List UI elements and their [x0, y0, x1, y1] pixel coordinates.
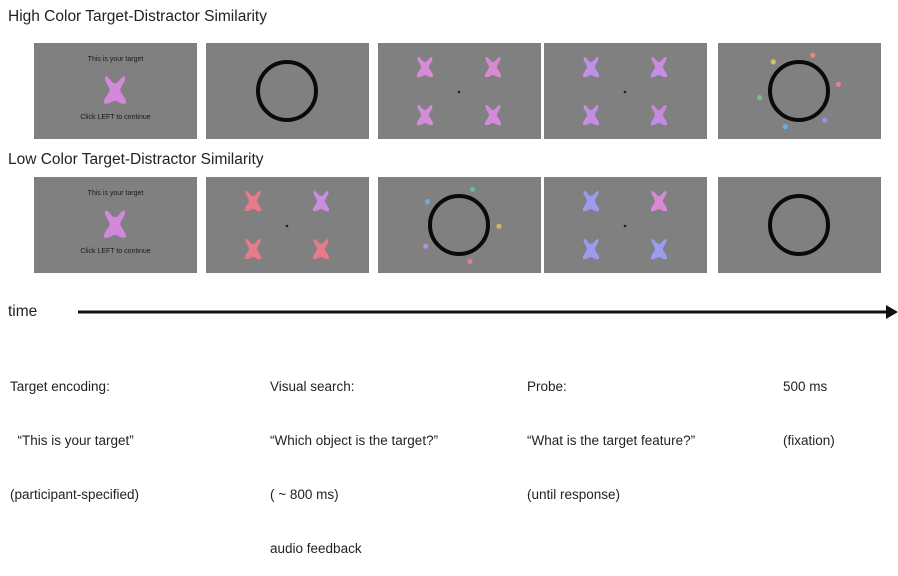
- stimulus-shape: [650, 239, 668, 260]
- stimulus-shape: [312, 191, 330, 212]
- phase-line: “This is your target”: [10, 433, 134, 448]
- color-probe-dot: [810, 52, 816, 58]
- stimulus-shape: [244, 191, 262, 212]
- search-display-svg: [244, 191, 330, 260]
- stimulus-shape: [582, 57, 600, 78]
- phase-line: ( ~ 800 ms): [270, 487, 339, 502]
- time-arrow-head: [886, 305, 898, 319]
- panel-search-display-2: [544, 177, 707, 273]
- stimulus-shape: [244, 239, 262, 260]
- phase-name: 500 ms: [783, 379, 828, 394]
- phase-name: Visual search:: [270, 379, 355, 394]
- phase-line: (until response): [527, 487, 621, 502]
- row-title-low: Low Color Target-Distractor Similarity: [8, 151, 264, 168]
- color-probe-dot: [467, 258, 473, 265]
- timeline: time: [8, 300, 898, 330]
- panel-visual-search: [206, 177, 369, 273]
- panel-probe-wheel: [718, 43, 881, 139]
- stimulus-shape: [650, 105, 668, 126]
- phase-line: audio feedback: [270, 541, 362, 556]
- stimulus-shape: [582, 239, 600, 260]
- fixation-ring-svg: [768, 194, 830, 256]
- color-probe-dot: [424, 199, 431, 205]
- time-arrow: [78, 305, 898, 319]
- time-label: time: [8, 303, 38, 320]
- panel-visual-search: [378, 43, 541, 139]
- color-probe-dot: [496, 223, 502, 229]
- encoding-instruction: This is your target: [87, 190, 144, 197]
- encoding-continue-prompt: Click LEFT to continue: [80, 114, 151, 121]
- phase-line: “What is the target feature?”: [527, 433, 696, 448]
- search-display-svg: [416, 57, 502, 126]
- stimulus-shape: [104, 210, 126, 238]
- phase-name: Target encoding:: [10, 379, 110, 394]
- phase-target-encoding: Target encoding: “This is your target” (…: [10, 342, 139, 522]
- color-probe-dot: [782, 124, 788, 130]
- fixation-dot: [623, 224, 627, 228]
- color-wheel-svg: [757, 52, 841, 130]
- color-probe-dot: [470, 186, 476, 192]
- fixation-dot: [623, 90, 627, 94]
- search-display-svg: [582, 57, 668, 126]
- stimulus-shape: [650, 191, 668, 212]
- phase-line: (fixation): [783, 433, 835, 448]
- row-title-high: High Color Target-Distractor Similarity: [8, 8, 267, 25]
- stimulus-shape: [312, 239, 330, 260]
- stimulus-shape: [582, 191, 600, 212]
- stimulus-shape: [416, 57, 434, 78]
- panel-probe-wheel: [378, 177, 541, 273]
- phase-name: Probe:: [527, 379, 567, 394]
- color-wheel-svg: [423, 186, 502, 265]
- panel-fixation-ring: [718, 177, 881, 273]
- panel-probe-wheel-empty: [206, 43, 369, 139]
- stimulus-shape: [582, 105, 600, 126]
- search-display-svg: [582, 191, 668, 260]
- phase-probe: Probe: “What is the target feature?” (un…: [527, 342, 695, 522]
- fixation-ring-svg: [256, 60, 318, 122]
- response-ring: [768, 194, 830, 256]
- panel-target-encoding: This is your target Click LEFT to contin…: [34, 43, 197, 139]
- fixation-dot: [285, 224, 289, 228]
- stimulus-shape: [416, 105, 434, 126]
- phase-fixation: 500 ms (fixation): [783, 342, 835, 468]
- response-ring: [256, 60, 318, 122]
- stimulus-shape: [484, 105, 502, 126]
- phase-visual-search: Visual search: “Which object is the targ…: [270, 342, 438, 576]
- color-probe-dot: [835, 81, 841, 87]
- color-probe-dot: [423, 243, 429, 249]
- panel-search-display-2: [544, 43, 707, 139]
- stimulus-shape: [484, 57, 502, 78]
- color-probe-dot: [822, 117, 828, 123]
- response-ring: [428, 194, 490, 256]
- panel-target-encoding: This is your target Click LEFT to contin…: [34, 177, 197, 273]
- target-shape-svg: [104, 76, 126, 104]
- target-shape-svg: [104, 210, 126, 238]
- response-ring: [768, 60, 830, 122]
- phase-line: “Which object is the target?”: [270, 433, 439, 448]
- stimulus-shape: [104, 76, 126, 104]
- color-probe-dot: [770, 59, 776, 65]
- encoding-continue-prompt: Click LEFT to continue: [80, 248, 151, 255]
- phase-line: (participant-specified): [10, 487, 140, 502]
- fixation-dot: [457, 90, 461, 94]
- color-probe-dot: [757, 95, 763, 101]
- encoding-instruction: This is your target: [87, 56, 144, 63]
- stimulus-shape: [650, 57, 668, 78]
